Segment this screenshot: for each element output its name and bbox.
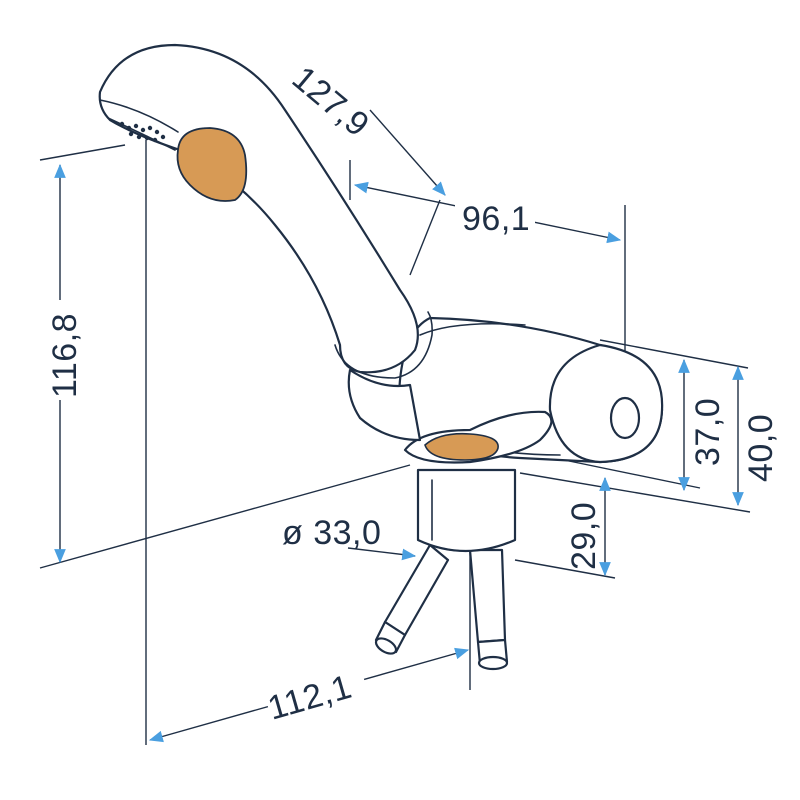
dimension-spout-reach: 96,1 xyxy=(462,200,530,238)
dimension-base-diameter: ø 33,0 xyxy=(282,514,381,552)
dimension-total-height: 116,8 xyxy=(46,313,84,398)
lever-handle-icon xyxy=(424,432,499,461)
extension-lines xyxy=(39,140,751,745)
dimension-base-height: 29,0 xyxy=(565,502,603,570)
base-cylinder xyxy=(416,468,517,553)
shower-head-holes xyxy=(119,121,166,143)
faucet-spout-icon xyxy=(98,43,433,442)
flexible-hose-icon xyxy=(468,548,509,671)
dimension-body-height-inner: 37,0 xyxy=(689,398,727,466)
dimension-body-height-outer: 40,0 xyxy=(742,414,780,482)
flexible-hose-icon xyxy=(374,543,450,655)
lever-handle xyxy=(403,410,553,464)
inlet-hoses xyxy=(374,543,509,671)
dimension-labels: 116,8 127,9 96,1 37,0 40,0 29,0 ø 33,0 1… xyxy=(40,59,780,735)
